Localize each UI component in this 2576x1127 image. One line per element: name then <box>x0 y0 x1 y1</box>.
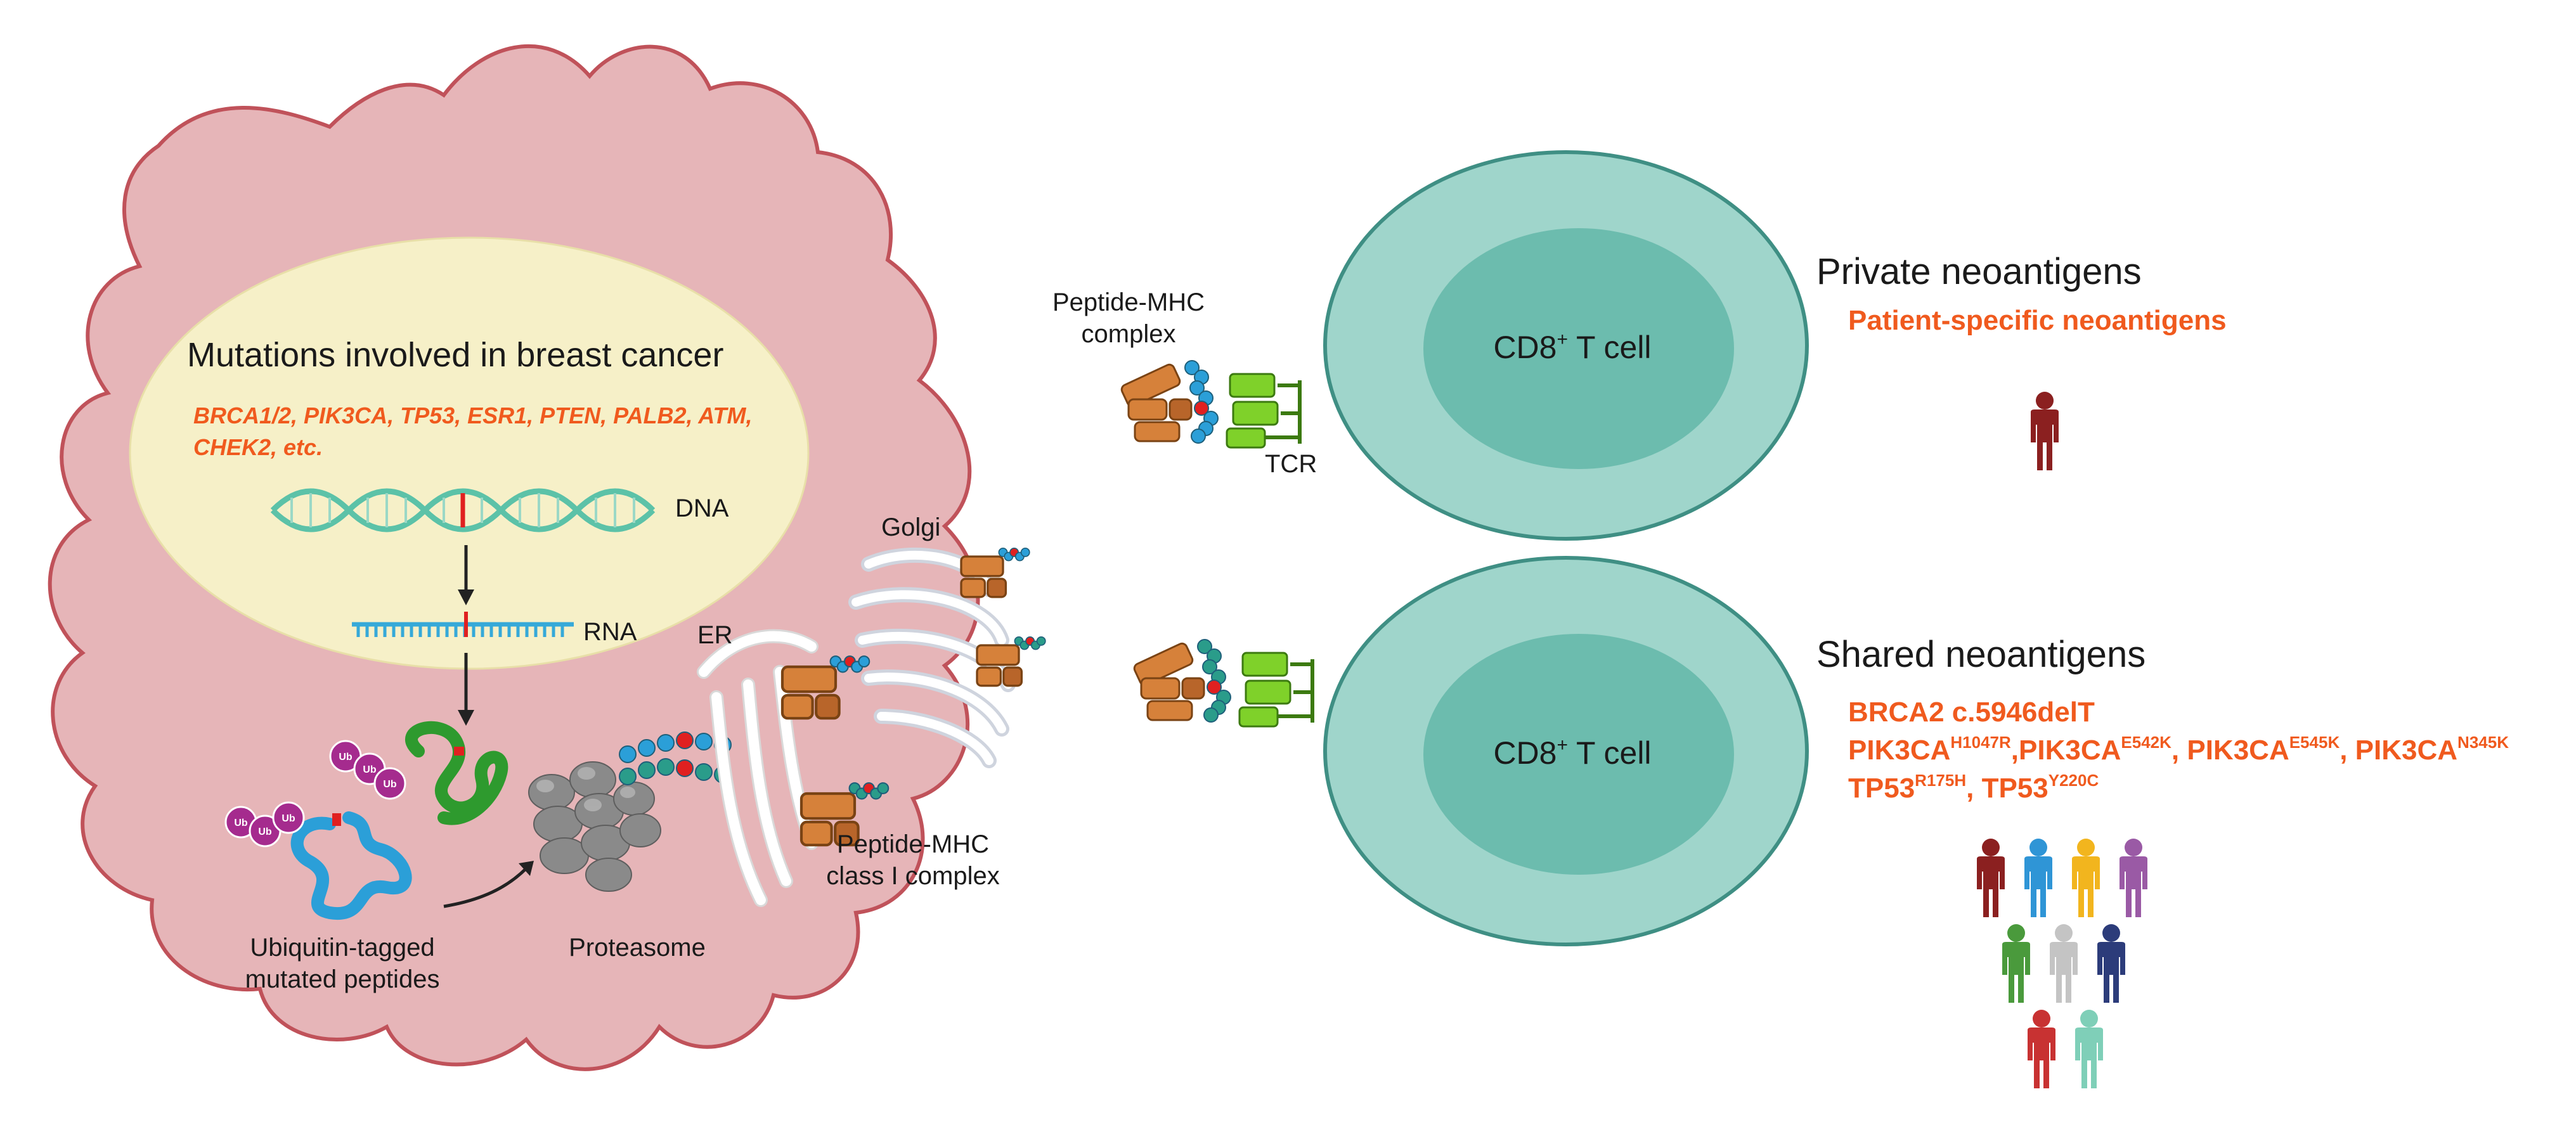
person-icon <box>1977 839 2005 917</box>
tcell-label: CD8+ T cell <box>1493 735 1651 771</box>
transcription-arrow <box>458 545 474 605</box>
shared-heading: Shared neoantigens <box>1816 634 2146 675</box>
mhc-class1-label-line1: Peptide-MHC <box>837 830 989 858</box>
tcell-label: CD8+ T cell <box>1493 329 1651 365</box>
proteasome-label: Proteasome <box>569 934 706 962</box>
mutation-genes-line2: CHEK2, etc. <box>193 434 323 460</box>
er-label: ER <box>697 621 733 649</box>
mutation-genes-line1: BRCA1/2, PIK3CA, TP53, ESR1, PTEN, PALB2… <box>193 402 753 428</box>
ub-tag: Ub <box>363 764 377 775</box>
person-icon <box>2024 839 2052 917</box>
person-icon <box>2028 1010 2055 1088</box>
ub-tag: Ub <box>339 752 353 763</box>
ubiquitin-label-line1: Ubiquitin-tagged <box>250 934 434 962</box>
pmhc-label-line2: complex <box>1082 320 1176 348</box>
ub-tag: Ub <box>258 827 272 837</box>
translation-arrow <box>458 653 474 726</box>
golgi-label: Golgi <box>881 513 940 541</box>
mhc-molecule-icon <box>780 547 1046 847</box>
degradation-arrow <box>443 861 534 908</box>
pmhc-tcr-complex-top <box>1120 360 1302 449</box>
person-icon <box>2075 1010 2103 1088</box>
nucleus <box>129 236 810 670</box>
person-icon <box>2031 392 2059 470</box>
dna-helix-icon <box>270 488 656 532</box>
dna-label: DNA <box>675 494 729 522</box>
ubiquitin-peptides-icon: Ub Ub Ub Ub Ub Ub <box>224 721 508 920</box>
person-icon <box>2002 924 2030 1003</box>
ubiquitin-label-line2: mutated peptides <box>245 965 440 993</box>
tcr-label: TCR <box>1265 450 1317 478</box>
shared-tp53-line: TP53R175H, TP53Y220C <box>1848 771 2099 804</box>
person-icon <box>2097 924 2125 1003</box>
mhc-class1-label-line2: class I complex <box>826 862 999 890</box>
shared-pik3ca-line: PIK3CAH1047R,PIK3CAE542K, PIK3CAE545K, P… <box>1848 733 2509 766</box>
person-icon <box>2050 924 2078 1003</box>
private-subtitle: Patient-specific neoantigens <box>1848 305 2227 336</box>
proteasome-icon <box>528 761 661 892</box>
cd8-t-cell-top: CD8+ T cell <box>1323 150 1809 541</box>
person-icon <box>2072 839 2100 917</box>
ub-tag: Ub <box>383 779 397 790</box>
ub-tag: Ub <box>234 818 248 828</box>
shared-population-icon <box>1977 839 2147 1088</box>
rna-label: RNA <box>583 618 637 646</box>
private-heading: Private neoantigens <box>1816 251 2142 292</box>
ub-tag: Ub <box>282 813 295 824</box>
shared-brca2: BRCA2 c.5946delT <box>1848 697 2095 728</box>
nucleus-title: Mutations involved in breast cancer <box>187 336 723 374</box>
person-icon <box>2120 839 2147 917</box>
rna-strand-icon <box>352 612 574 637</box>
golgi-icon <box>848 547 1016 768</box>
pmhc-label-line1: Peptide-MHC <box>1052 288 1205 316</box>
pmhc-tcr-complex-bottom <box>1133 639 1314 728</box>
cd8-t-cell-bottom: CD8+ T cell <box>1323 556 1809 946</box>
